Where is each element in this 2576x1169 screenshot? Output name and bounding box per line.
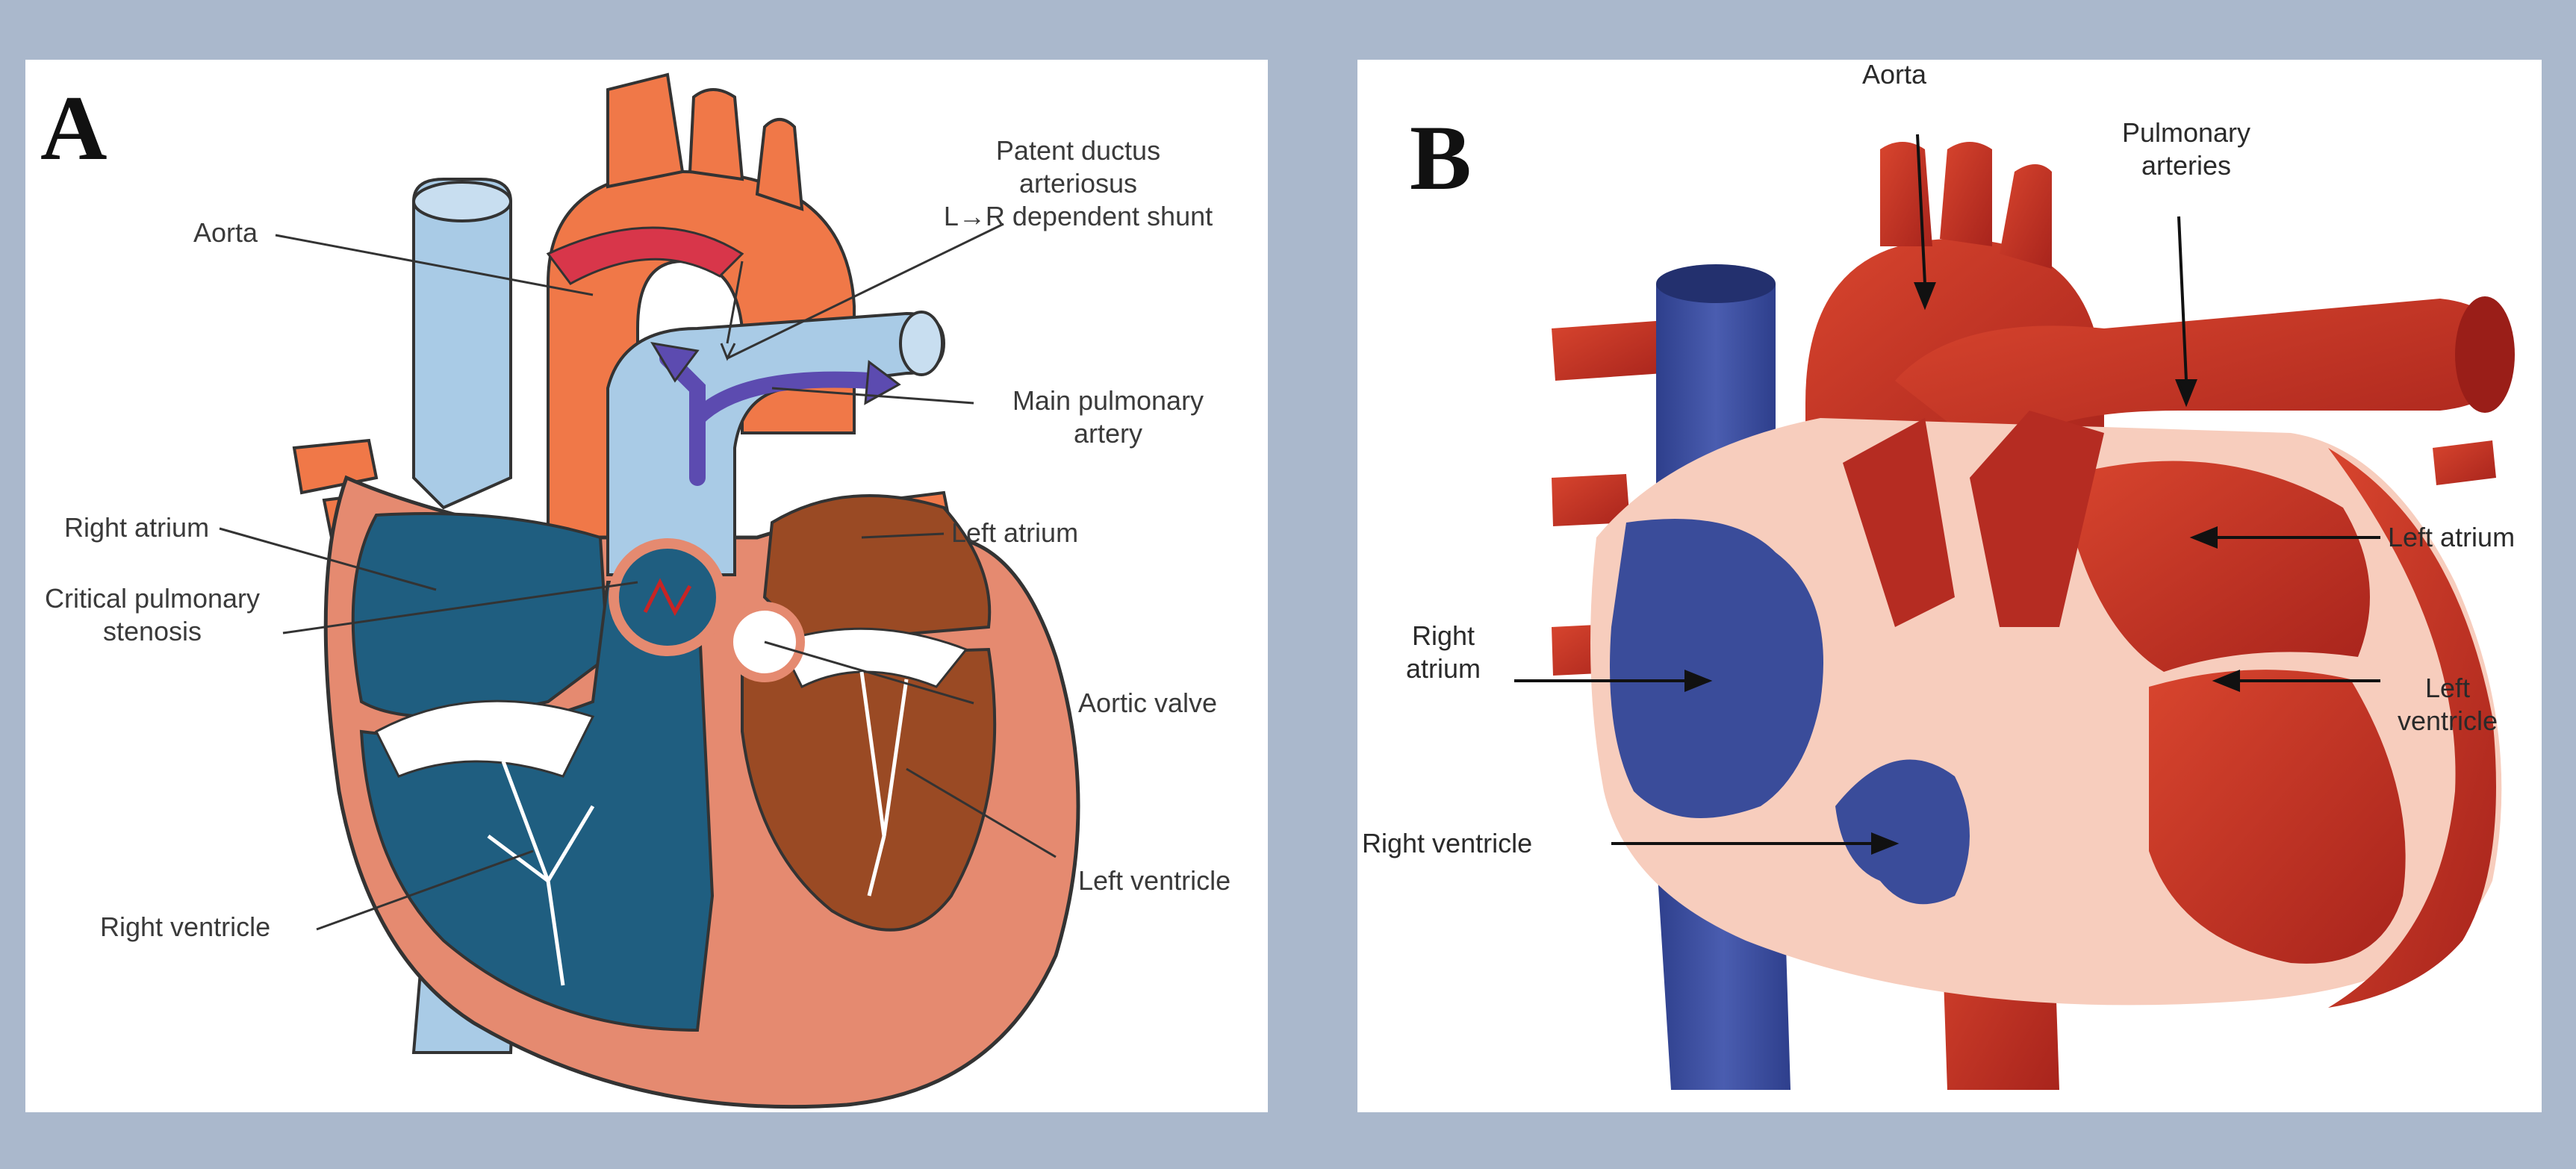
aortic-branch-2 bbox=[688, 88, 744, 181]
label-cps-line1: Critical pulmonary bbox=[44, 583, 261, 614]
left-atrium bbox=[762, 494, 992, 644]
right-atrium bbox=[351, 512, 610, 718]
panel-a: A Aorta Patent ductus arteriosus L→R dep… bbox=[25, 60, 1268, 1112]
label-pda-line2: arteriosus bbox=[1018, 168, 1138, 199]
label-critical-pulmonary-stenosis: Critical pulmonary stenosis bbox=[25, 582, 279, 648]
left-atrium-b bbox=[2059, 461, 2370, 672]
label-mpa-line2: artery bbox=[1073, 418, 1143, 449]
vena-cava bbox=[412, 178, 512, 510]
panel-b: B Aorta Pulmonary arteries Left atrium R… bbox=[1357, 60, 2542, 1112]
label-right-ventricle-a: Right ventricle bbox=[100, 911, 271, 942]
label-lv-line1: Left bbox=[2424, 673, 2471, 703]
label-left-ventricle-a: Left ventricle bbox=[1078, 865, 1231, 896]
label-ra-line2: atrium bbox=[1405, 653, 1481, 684]
label-aortic-valve: Aortic valve bbox=[1078, 688, 1218, 718]
label-pulmonary-arteries: Pulmonary arteries bbox=[2074, 116, 2298, 182]
label-aorta-a: Aorta bbox=[193, 217, 258, 248]
panel-a-letter: A bbox=[40, 77, 108, 179]
label-lv-line2: ventricle bbox=[2397, 705, 2498, 736]
label-right-ventricle-b: Right ventricle bbox=[1362, 828, 1533, 858]
tricuspid-valve bbox=[375, 699, 595, 778]
right-ventricle-b bbox=[1835, 759, 1970, 905]
left-ventricle-b bbox=[2149, 670, 2406, 964]
label-pda-line1: Patent ductus bbox=[995, 135, 1161, 166]
right-atrium-b bbox=[1610, 519, 1823, 818]
aortic-branch-3 bbox=[755, 118, 804, 211]
aortic-branch-1 bbox=[606, 72, 685, 189]
label-right-atrium-b: Right atrium bbox=[1372, 620, 1514, 685]
panel-b-letter: B bbox=[1410, 107, 1472, 209]
label-main-pulmonary-artery: Main pulmonary artery bbox=[981, 384, 1235, 450]
panel-b-heart-illustration bbox=[1514, 134, 2515, 1090]
label-pda-line3: L→R dependent shunt bbox=[943, 201, 1213, 231]
label-pda: Patent ductus arteriosus L→R dependent s… bbox=[921, 134, 1235, 233]
label-cps-line2: stenosis bbox=[102, 616, 202, 646]
pda-shunt-arrow bbox=[546, 226, 744, 285]
panel-a-heart-illustration bbox=[219, 72, 1080, 1109]
label-right-atrium-a: Right atrium bbox=[64, 512, 210, 543]
label-pa-line2: arteries bbox=[2141, 150, 2232, 181]
label-left-atrium-a: Left atrium bbox=[951, 517, 1079, 548]
left-ventricle bbox=[741, 647, 997, 932]
label-aorta-b: Aorta bbox=[1862, 60, 1927, 90]
mitral-valve bbox=[777, 627, 968, 689]
label-mpa-line1: Main pulmonary bbox=[1012, 385, 1204, 416]
label-ra-line1: Right bbox=[1411, 620, 1475, 651]
label-left-ventricle-b: Left ventricle bbox=[2380, 672, 2515, 738]
label-left-atrium-b: Left atrium bbox=[2388, 522, 2516, 552]
label-pa-line1: Pulmonary bbox=[2121, 117, 2251, 148]
